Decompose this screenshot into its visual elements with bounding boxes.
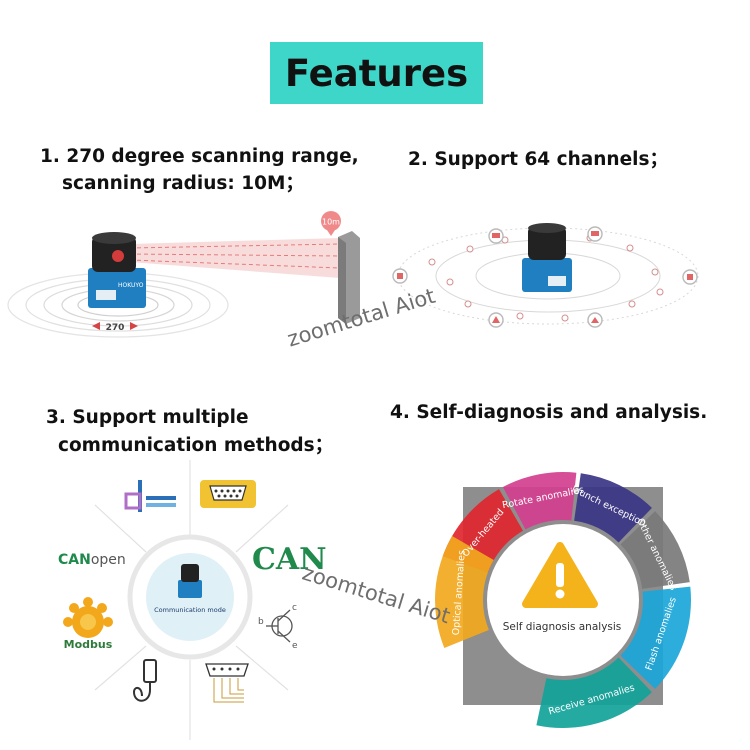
transistor-c-label: c	[292, 603, 297, 613]
db9-wiring-icon	[205, 663, 249, 703]
modbus-label: Modbus	[64, 638, 113, 651]
comm-center-device	[178, 564, 202, 598]
usb-cable-icon	[132, 659, 157, 702]
feature-1-line-2: scanning radius: 10M；	[62, 173, 304, 194]
warning-icon	[522, 542, 598, 608]
transistor-b-label: b	[258, 617, 264, 627]
diagnosis-segment	[620, 586, 691, 689]
canopen-can-text: CAN	[58, 552, 91, 568]
can-logo: CAN	[252, 542, 327, 577]
device-brand-label: HOKUYO	[118, 282, 144, 289]
diagnosis-segment	[435, 536, 494, 648]
ethernet-logo-icon	[124, 480, 176, 512]
channel-node-marks	[397, 231, 693, 323]
modbus-logo-icon	[63, 597, 113, 638]
feature-4-line-1: 4. Self-diagnosis and analysis.	[390, 402, 708, 423]
feature-2-line-1: 2. Support 64 channels；	[408, 149, 668, 170]
transistor-icon	[266, 609, 293, 643]
canopen-open-text: open	[91, 552, 126, 568]
diagnosis-center-label: Self diagnosis analysis	[503, 621, 622, 633]
diagnosis-ring	[435, 472, 691, 728]
features-title-box: Features	[270, 42, 483, 104]
feature-3-line-1: 3. Support multiple	[46, 407, 249, 428]
distance-pin: 10m	[321, 211, 341, 236]
channel-dots	[428, 234, 664, 322]
scan-range-indicator: 270	[92, 322, 138, 333]
diagnosis-segment	[536, 657, 652, 728]
canopen-logo: CANopen	[58, 552, 126, 568]
feature-1-line-1: 1. 270 degree scanning range,	[40, 146, 359, 167]
serial-port-icon	[200, 480, 256, 508]
lidar-device: HOKUYO	[88, 232, 146, 308]
distance-label: 10m	[322, 218, 340, 227]
comm-center-label: Communication mode	[154, 606, 226, 614]
comm-sector-lines	[94, 460, 289, 740]
transistor-e-label: e	[292, 641, 298, 651]
scan-range-label: 270	[106, 323, 125, 333]
laser-lines	[129, 243, 341, 269]
feature-3-line-2: communication methods；	[58, 435, 334, 456]
channel-lidar-device	[522, 223, 572, 292]
wall-target	[338, 231, 360, 324]
diagnosis-segment	[620, 511, 690, 589]
laser-beam	[130, 238, 340, 278]
page-title: Features	[284, 51, 469, 95]
diagnosis-segment	[502, 472, 577, 530]
diagnosis-segment	[574, 473, 652, 543]
